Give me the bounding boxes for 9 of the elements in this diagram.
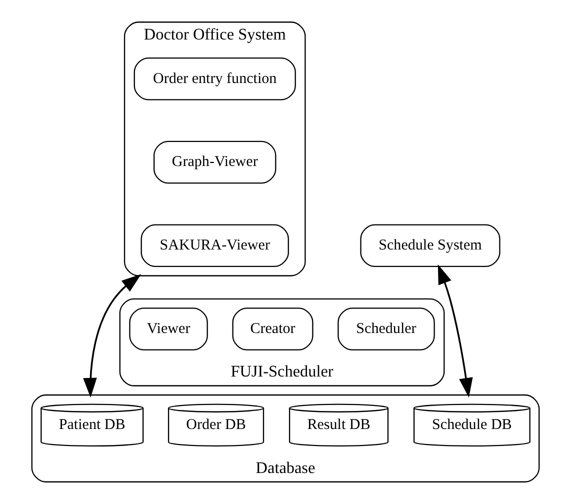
node-box: Creator bbox=[232, 308, 313, 350]
node-box: Schedule System bbox=[360, 224, 500, 268]
arrow bbox=[82, 274, 141, 398]
node-box: Viewer bbox=[128, 308, 208, 350]
node-box: Order entry function bbox=[133, 57, 296, 100]
node-box: SAKURA-Viewer bbox=[140, 224, 288, 268]
node-box: Scheduler bbox=[337, 308, 434, 350]
arrow bbox=[437, 264, 472, 398]
node-box: Graph-Viewer bbox=[152, 140, 276, 184]
